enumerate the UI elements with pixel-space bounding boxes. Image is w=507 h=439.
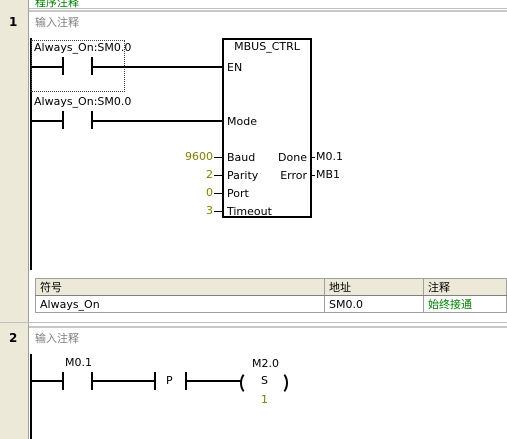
pin-baud: Baud (227, 151, 256, 164)
contact-m01-label: M0.1 (65, 356, 92, 369)
contact-mode-left[interactable] (62, 111, 64, 129)
row-comment: 始终接通 (423, 295, 507, 313)
contact-m01-left[interactable] (62, 372, 64, 390)
block-title: MBUS_CTRL (234, 40, 300, 53)
pin-done: Done (278, 151, 307, 164)
coil-type: S (261, 374, 268, 387)
wire (92, 380, 154, 382)
row-address: SM0.0 (324, 295, 424, 313)
wire (186, 380, 242, 382)
coil-right-arc[interactable] (270, 371, 288, 395)
col-symbol: 符号 (35, 278, 325, 296)
contact-mode-label: Always_On:SM0.0 (34, 95, 132, 108)
network-2-number[interactable]: 2 (9, 331, 18, 345)
network-2-header[interactable]: 输入注释 (29, 326, 507, 345)
network-1-number[interactable]: 1 (9, 15, 18, 29)
done-output[interactable]: M0.1 (316, 150, 343, 163)
program-comment-bar[interactable]: 程序注释 (29, 0, 507, 9)
wire (31, 380, 63, 382)
wire (310, 175, 315, 176)
gutter-divider (28, 0, 29, 439)
pin-timeout: Timeout (227, 205, 272, 218)
network-1-comment[interactable]: 输入注释 (35, 16, 79, 29)
error-output[interactable]: MB1 (316, 168, 341, 181)
wire (214, 211, 222, 212)
edge-p-left[interactable] (154, 372, 156, 390)
timeout-value[interactable]: 3 (206, 204, 213, 217)
pin-en: EN (227, 61, 243, 74)
table-row: Always_On SM0.0 始终接通 (35, 295, 507, 313)
network-separator (0, 322, 507, 323)
pin-parity: Parity (227, 169, 259, 182)
baud-value[interactable]: 9600 (185, 150, 213, 163)
contact-en-left[interactable] (62, 57, 64, 75)
mbus-ctrl-block[interactable]: MBUS_CTRL EN Mode Baud Parity Port Timeo… (222, 38, 312, 218)
col-comment: 注释 (423, 278, 507, 296)
wire (214, 193, 222, 194)
network-2-comment[interactable]: 输入注释 (35, 332, 79, 345)
wire (214, 175, 222, 176)
coil-count[interactable]: 1 (261, 393, 268, 406)
coil-left-arc[interactable] (240, 371, 258, 395)
program-comment: 程序注释 (35, 0, 79, 9)
wire (31, 120, 63, 122)
pin-mode: Mode (227, 115, 257, 128)
network-1-header[interactable]: 输入注释 (29, 10, 507, 29)
symbol-table: 符号 地址 注释 Always_On SM0.0 始终接通 (35, 278, 507, 313)
wire (92, 66, 224, 68)
pin-port: Port (227, 187, 249, 200)
port-value[interactable]: 0 (206, 186, 213, 199)
coil-address: M2.0 (252, 357, 279, 370)
power-rail-1 (30, 38, 32, 270)
wire (92, 120, 224, 122)
row-symbol: Always_On (35, 295, 325, 313)
wire (310, 157, 315, 158)
pin-error: Error (280, 169, 307, 182)
wire (214, 157, 222, 158)
col-address: 地址 (324, 278, 424, 296)
contact-en-label: Always_On:SM0.0 (34, 41, 132, 54)
wire (31, 66, 63, 68)
parity-value[interactable]: 2 (206, 168, 213, 181)
network-gutter (0, 0, 28, 439)
edge-p-label: P (166, 374, 173, 387)
power-rail-2 (30, 354, 32, 439)
